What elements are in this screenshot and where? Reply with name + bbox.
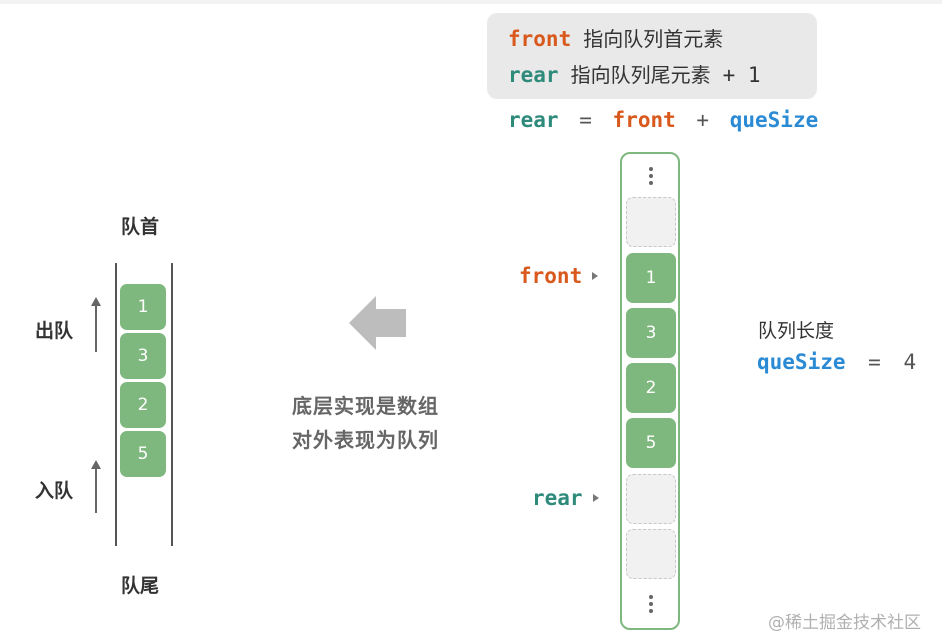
array-slot: 5 xyxy=(626,418,676,468)
queue-item: 2 xyxy=(120,382,166,428)
top-border xyxy=(0,0,942,4)
middle-text-line1: 底层实现是数组 xyxy=(292,394,439,418)
dequeue-label: 出队 xyxy=(35,320,74,342)
queue-item: 3 xyxy=(120,333,166,379)
queue-item: 1 xyxy=(120,284,166,330)
queue-size-label: 队列长度 xyxy=(758,320,835,342)
front-pointer-arrow-icon xyxy=(592,272,599,280)
left-arrow-icon xyxy=(349,296,406,350)
bottom-ellipsis-icon xyxy=(646,593,656,614)
rear-pointer: rear xyxy=(532,486,599,510)
array-slot: 2 xyxy=(626,363,676,413)
legend-rear-row: rear 指向队列尾元素 + 1 xyxy=(508,59,761,88)
legend-rear-desc: 指向队列尾元素 xyxy=(570,63,711,87)
formula-rear: rear xyxy=(508,108,559,132)
array-slot-empty xyxy=(626,474,676,524)
front-pointer: front xyxy=(519,264,599,288)
array-slot: 3 xyxy=(626,308,676,358)
queue-head-label: 队首 xyxy=(121,216,160,238)
legend-front-desc: 指向队列首元素 xyxy=(583,27,724,51)
formula-quesize: queSize xyxy=(729,108,819,132)
array-slot: 1 xyxy=(626,253,676,303)
queue-right-rail xyxy=(171,263,173,546)
queue-size-value: queSize = 4 xyxy=(757,350,916,374)
legend-front-row: front 指向队列首元素 xyxy=(508,23,723,52)
formula-plus: + xyxy=(696,108,710,132)
legend-box: front 指向队列首元素 rear 指向队列尾元素 + 1 xyxy=(487,13,817,99)
top-ellipsis-icon xyxy=(646,165,656,186)
formula-front: front xyxy=(612,108,676,132)
front-pointer-label: front xyxy=(519,264,583,288)
watermark: @稀土掘金技术社区 xyxy=(768,613,921,633)
enqueue-label: 入队 xyxy=(35,480,74,502)
formula-eq: = xyxy=(579,108,592,132)
quesize-eq: = xyxy=(868,350,881,374)
legend-rear-keyword: rear xyxy=(508,63,559,87)
enqueue-arrow-icon xyxy=(91,460,101,513)
queue-item: 5 xyxy=(120,431,166,477)
quesize-number: 4 xyxy=(903,350,917,374)
array-frame xyxy=(620,152,680,630)
queue-left-rail xyxy=(115,263,117,546)
queue-tail-label: 队尾 xyxy=(121,575,160,597)
legend-front-keyword: front xyxy=(508,27,572,51)
rear-pointer-label: rear xyxy=(532,486,583,510)
dequeue-arrow-icon xyxy=(91,297,101,352)
quesize-var: queSize xyxy=(757,350,846,374)
middle-text-line2: 对外表现为队列 xyxy=(292,428,439,452)
array-slot-empty xyxy=(626,197,676,247)
legend-rear-plus: + 1 xyxy=(722,63,761,87)
formula: rear = front + queSize xyxy=(508,108,826,132)
rear-pointer-arrow-icon xyxy=(592,494,599,502)
array-slot-empty xyxy=(626,529,676,579)
